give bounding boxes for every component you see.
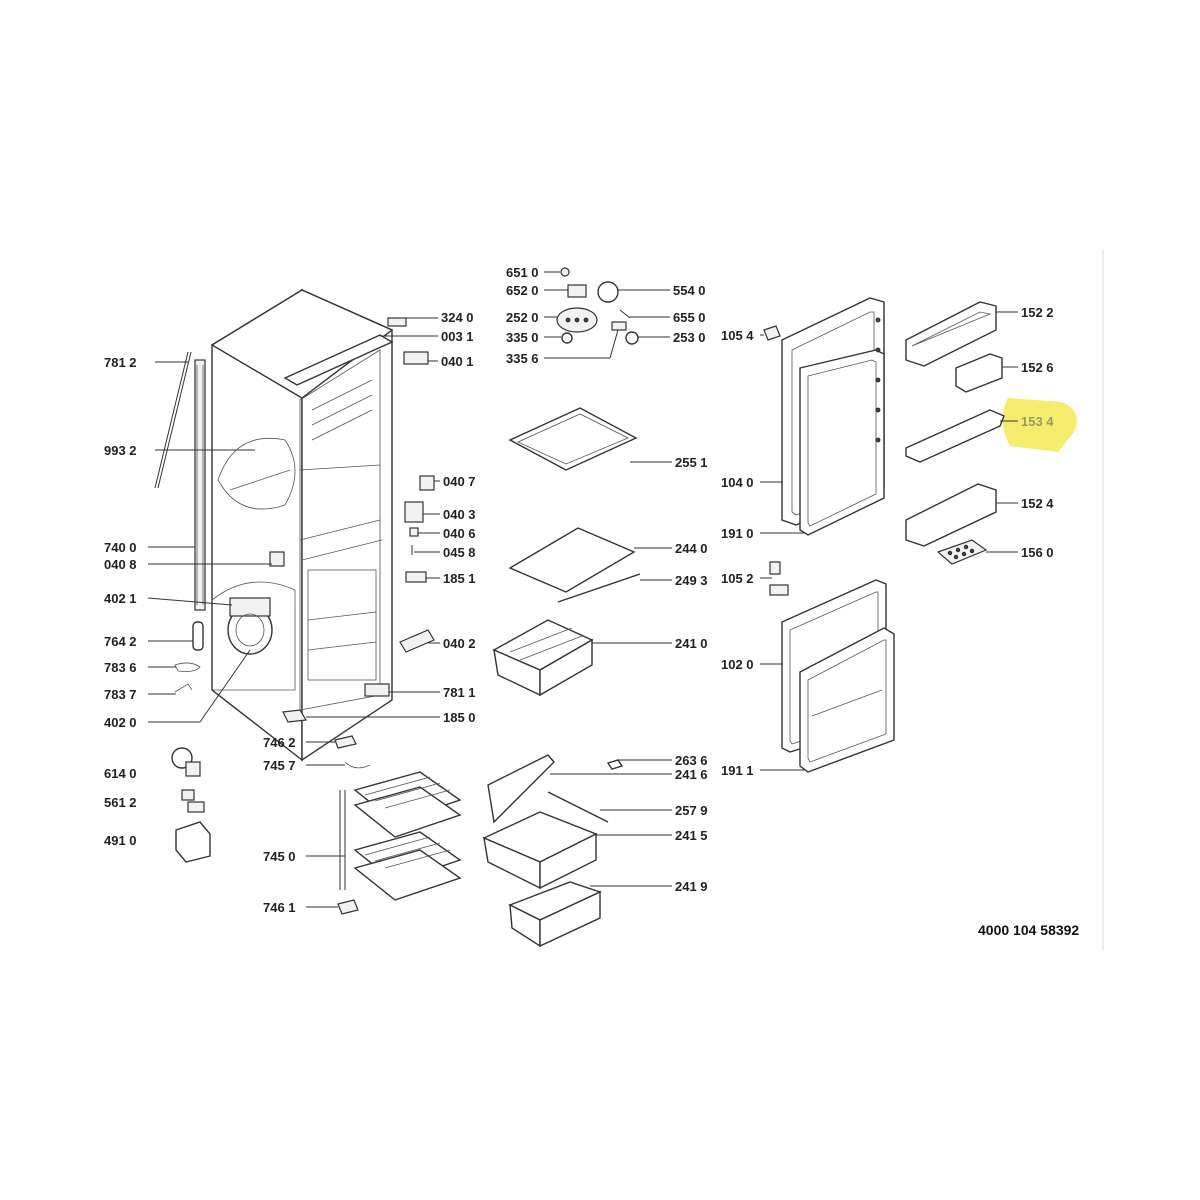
label-781-2: 781 2 bbox=[104, 355, 137, 370]
label-241-5: 241 5 bbox=[675, 828, 708, 843]
door-bins-group bbox=[905, 301, 1018, 565]
label-249-3: 249 3 bbox=[675, 573, 708, 588]
label-104-0: 104 0 bbox=[721, 475, 754, 490]
shelves-group bbox=[492, 407, 672, 697]
label-783-7: 783 7 bbox=[104, 687, 137, 702]
doors-group bbox=[760, 297, 895, 773]
label-255-1: 255 1 bbox=[675, 455, 708, 470]
cabinet-hardware bbox=[269, 317, 435, 723]
label-191-0: 191 0 bbox=[721, 526, 754, 541]
label-745-7: 745 7 bbox=[263, 758, 296, 773]
label-152-2: 152 2 bbox=[1021, 305, 1054, 320]
label-746-1: 746 1 bbox=[263, 900, 296, 915]
label-252-0: 252 0 bbox=[506, 310, 539, 325]
label-783-6: 783 6 bbox=[104, 660, 137, 675]
wire-shelves bbox=[306, 735, 462, 915]
label-156-0: 156 0 bbox=[1021, 545, 1054, 560]
label-764-2: 764 2 bbox=[104, 634, 137, 649]
label-241-6: 241 6 bbox=[675, 767, 708, 782]
left-small-parts bbox=[171, 621, 211, 863]
label-185-0: 185 0 bbox=[443, 710, 476, 725]
label-040-7: 040 7 bbox=[443, 474, 476, 489]
label-241-9: 241 9 bbox=[675, 879, 708, 894]
label-993-2: 993 2 bbox=[104, 443, 137, 458]
label-651-0: 651 0 bbox=[506, 265, 539, 280]
label-102-0: 102 0 bbox=[721, 657, 754, 672]
label-655-0: 655 0 bbox=[673, 310, 706, 325]
label-040-3: 040 3 bbox=[443, 507, 476, 522]
label-040-6: 040 6 bbox=[443, 526, 476, 541]
label-241-0: 241 0 bbox=[675, 636, 708, 651]
label-040-2: 040 2 bbox=[443, 636, 476, 651]
label-191-1: 191 1 bbox=[721, 763, 754, 778]
crisper-group bbox=[482, 754, 672, 948]
label-652-0: 652 0 bbox=[506, 283, 539, 298]
label-152-4: 152 4 bbox=[1021, 496, 1054, 511]
condenser-tube bbox=[154, 351, 206, 611]
label-040-8: 040 8 bbox=[104, 557, 137, 572]
label-402-1: 402 1 bbox=[104, 591, 137, 606]
label-003-1: 003 1 bbox=[441, 329, 474, 344]
label-614-0: 614 0 bbox=[104, 766, 137, 781]
label-745-0: 745 0 bbox=[263, 849, 296, 864]
label-253-0: 253 0 bbox=[673, 330, 706, 345]
label-105-2: 105 2 bbox=[721, 571, 754, 586]
compressor bbox=[227, 597, 273, 655]
label-740-0: 740 0 bbox=[104, 540, 137, 555]
label-402-0: 402 0 bbox=[104, 715, 137, 730]
label-335-0: 335 0 bbox=[506, 330, 539, 345]
highlight-blob bbox=[1002, 398, 1078, 452]
label-263-6: 263 6 bbox=[675, 753, 708, 768]
part-labels: 324 0 003 1 040 1 781 2 993 2 040 7 040 … bbox=[104, 265, 1079, 938]
label-554-0: 554 0 bbox=[673, 283, 706, 298]
label-045-8: 045 8 bbox=[443, 545, 476, 560]
document-code: 4000 104 58392 bbox=[978, 922, 1079, 938]
label-040-1: 040 1 bbox=[441, 354, 474, 369]
thermostat-group bbox=[544, 267, 670, 359]
label-746-2: 746 2 bbox=[263, 735, 296, 750]
label-324-0: 324 0 bbox=[441, 310, 474, 325]
label-491-0: 491 0 bbox=[104, 833, 137, 848]
label-153-4: 153 4 bbox=[1021, 414, 1054, 429]
label-244-0: 244 0 bbox=[675, 541, 708, 556]
leaders-cabinet bbox=[147, 317, 440, 723]
label-257-9: 257 9 bbox=[675, 803, 708, 818]
label-105-4: 105 4 bbox=[721, 328, 754, 343]
label-152-6: 152 6 bbox=[1021, 360, 1054, 375]
label-335-6: 335 6 bbox=[506, 351, 539, 366]
label-185-1: 185 1 bbox=[443, 571, 476, 586]
label-781-1: 781 1 bbox=[443, 685, 476, 700]
label-561-2: 561 2 bbox=[104, 795, 137, 810]
